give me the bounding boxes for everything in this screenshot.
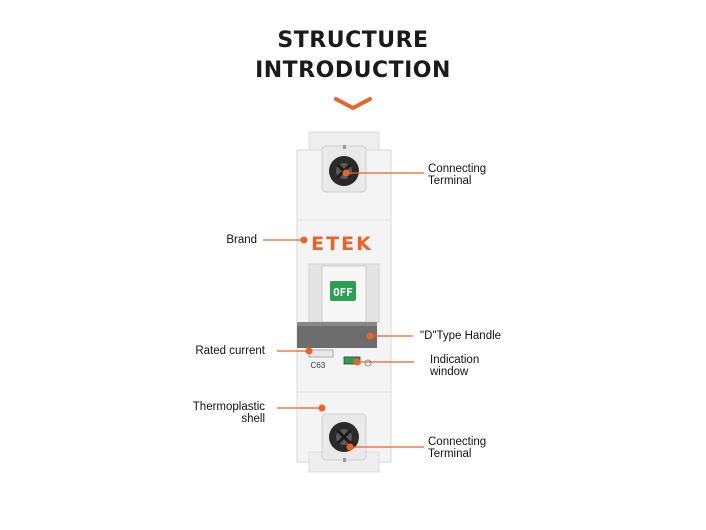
bottom-terminal-screw [321,413,367,462]
title-line-1: STRUCTURE [277,28,429,53]
label-bottom-terminal-line2: Terminal [428,448,472,460]
label-bottom-terminal: Connecting Terminal [428,436,486,460]
label-top-terminal-line1: Connecting [428,163,487,175]
callout-bottom-terminal-line [346,443,424,451]
callout-handle-line [366,332,413,340]
brand-logo: ETEK [311,233,373,255]
callout-brand-line [263,236,308,244]
title-line-2: INTRODUCTION [255,58,451,83]
handle-assembly: OFF [297,263,380,348]
callout-indication-line [353,358,414,366]
label-bottom-terminal-line1: Connecting [428,436,487,448]
handle-state-label: OFF [333,286,353,299]
label-top-terminal-line2: Terminal [428,175,472,187]
label-brand: Brand [226,234,257,246]
label-rated-current: Rated current [195,345,265,357]
callout-top-terminal-line [342,169,424,177]
label-shell: Thermoplastic shell [160,401,265,425]
label-shell-line2: shell [241,413,265,425]
label-top-terminal: Connecting Terminal [428,163,486,187]
chevron-down-icon [334,97,372,110]
label-shell-line1: Thermoplastic [192,401,265,413]
label-indication-line2: window [430,366,469,378]
label-indication: Indication window [430,354,479,378]
d-type-handle [297,322,377,348]
handle-state-indicator [330,281,356,301]
top-terminal-screw [321,145,367,193]
label-indication-line1: Indication [430,354,480,366]
rating-text: C63 [311,361,326,370]
callout-shell-line [277,404,326,412]
callout-rated-current-line [277,347,313,355]
label-handle: "D"Type Handle [420,330,502,342]
